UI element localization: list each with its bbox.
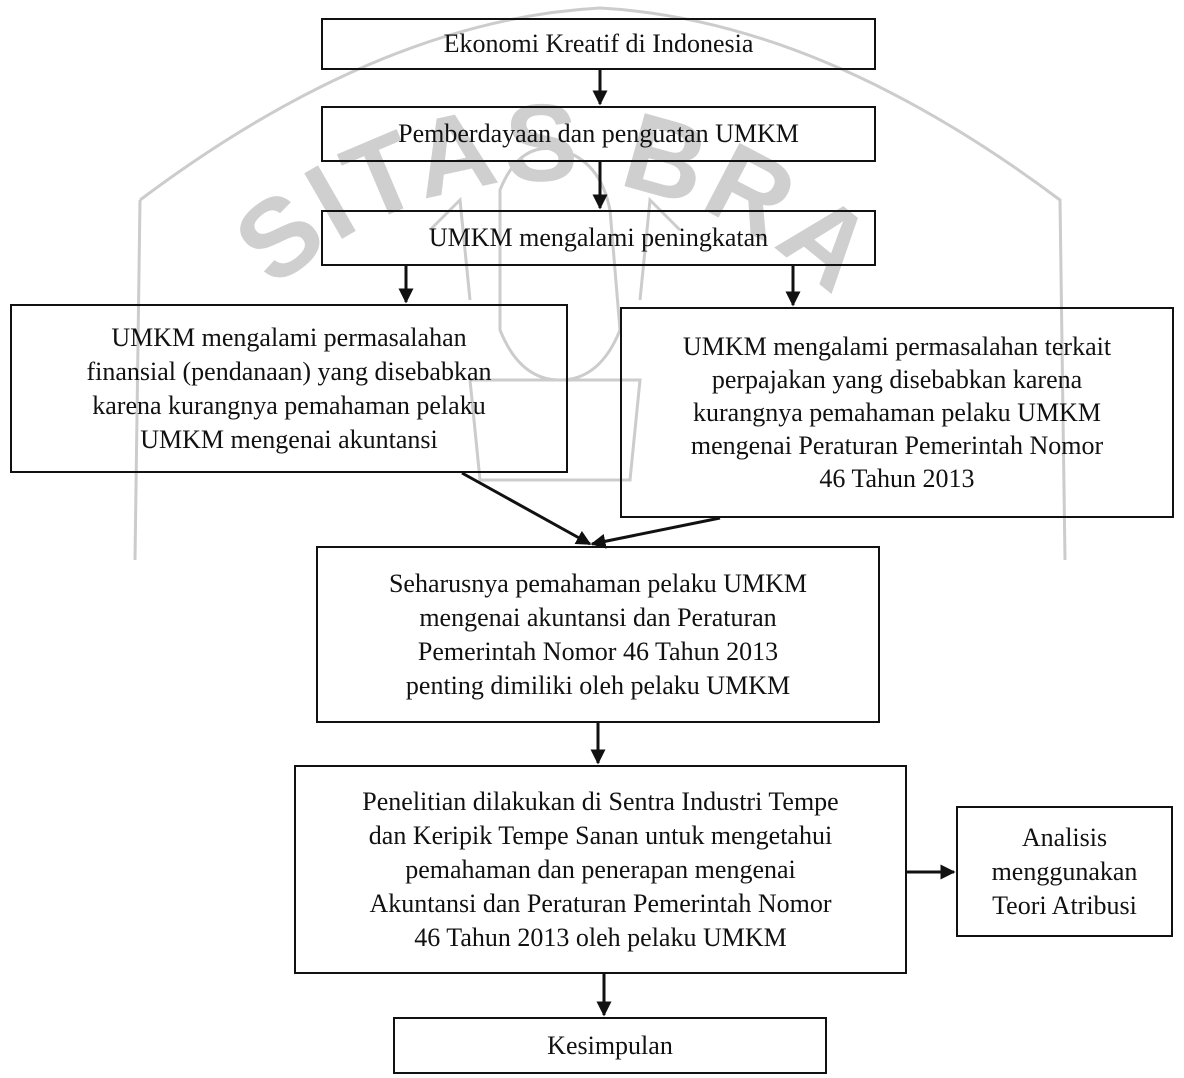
node-ekonomi-kreatif: Ekonomi Kreatif di Indonesia: [321, 18, 876, 70]
node-line: UMKM mengalami permasalahan terkait: [682, 332, 1112, 361]
node-line: pemahaman dan penerapan mengenai: [405, 854, 796, 884]
node-line: menggunakan: [991, 856, 1138, 886]
node-masalah-finansial: UMKM mengalami permasalahan finansial (p…: [10, 304, 568, 473]
arrow-perpajakan-to-seharusnya: [590, 516, 721, 549]
node-line: 46 Tahun 2013: [819, 464, 975, 493]
node-line: kurangnya pemahaman pelaku UMKM: [693, 398, 1101, 427]
node-peningkatan: UMKM mengalami peningkatan: [321, 210, 876, 266]
node-line: Analisis: [1021, 822, 1108, 852]
node-seharusnya: Seharusnya pemahaman pelaku UMKM mengena…: [316, 546, 880, 723]
node-masalah-perpajakan: UMKM mengalami permasalahan terkait perp…: [620, 307, 1174, 518]
node-text: UMKM mengalami peningkatan: [428, 223, 769, 252]
node-analisis: Analisis menggunakan Teori Atribusi: [956, 806, 1173, 937]
node-line: penting dimiliki oleh pelaku UMKM: [405, 670, 791, 700]
node-text: Pemberdayaan dan penguatan UMKM: [398, 119, 799, 148]
node-line: Akuntansi dan Peraturan Pemerintah Nomor: [369, 888, 832, 918]
node-line: Pemerintah Nomor 46 Tahun 2013: [417, 636, 779, 666]
node-line: Penelitian dilakukan di Sentra Industri …: [362, 786, 839, 816]
arrow-finansial-to-seharusnya: [461, 471, 592, 546]
node-line: karena kurangnya pemahaman pelaku: [92, 390, 486, 420]
node-line: perpajakan yang disebabkan karena: [711, 365, 1083, 394]
node-penelitian: Penelitian dilakukan di Sentra Industri …: [294, 765, 907, 974]
node-pemberdayaan: Pemberdayaan dan penguatan UMKM: [321, 106, 876, 162]
watermark-seal-outline: [133, 6, 1067, 561]
node-line: UMKM mengalami permasalahan: [111, 322, 467, 352]
node-line: finansial (pendanaan) yang disebabkan: [86, 356, 492, 386]
node-line: mengenai Peraturan Pemerintah Nomor: [690, 431, 1104, 460]
node-line: Teori Atribusi: [992, 890, 1137, 920]
node-line: dan Keripik Tempe Sanan untuk mengetahui: [368, 820, 833, 850]
node-line: UMKM mengenai akuntansi: [140, 424, 438, 454]
node-text: Ekonomi Kreatif di Indonesia: [443, 29, 754, 58]
node-line: 46 Tahun 2013 oleh pelaku UMKM: [414, 922, 787, 952]
node-text: Kesimpulan: [547, 1030, 673, 1060]
node-kesimpulan: Kesimpulan: [393, 1017, 827, 1074]
node-line: Seharusnya pemahaman pelaku UMKM: [388, 568, 808, 598]
node-line: mengenai akuntansi dan Peraturan: [419, 602, 777, 632]
